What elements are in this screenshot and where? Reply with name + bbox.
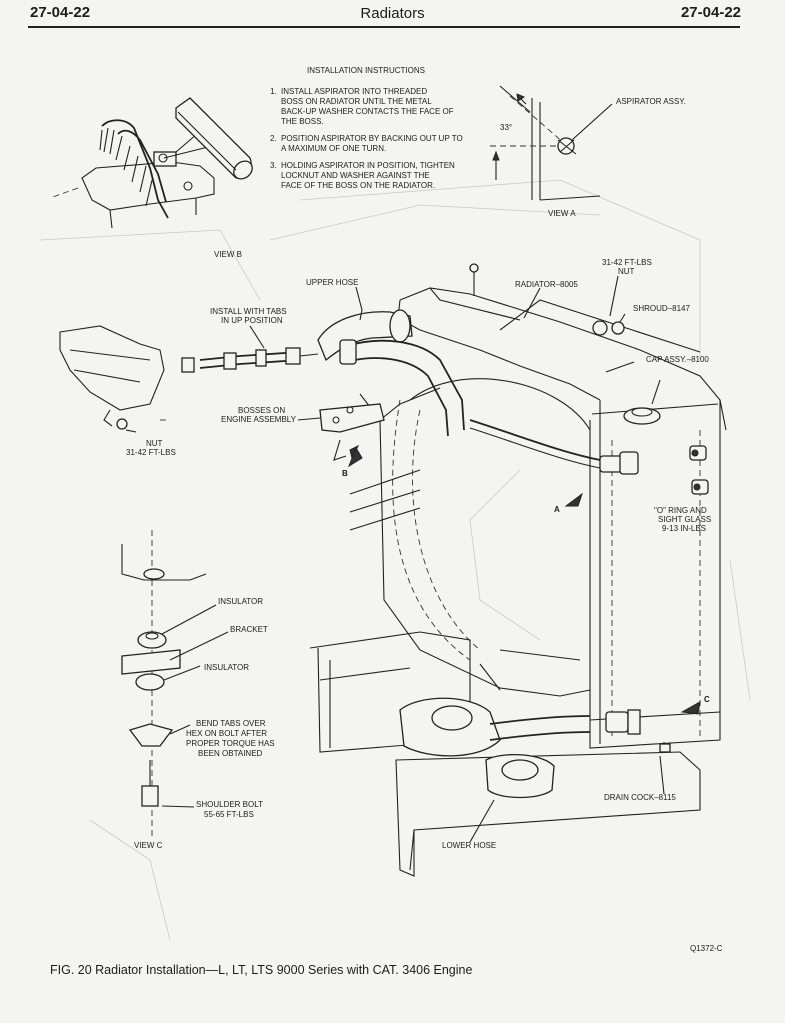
tab-washer (128, 723, 174, 747)
page-number-left: 27-04-22 (30, 4, 91, 21)
upper-nut (143, 568, 165, 580)
arrow-c (680, 701, 701, 715)
shoulder-bolt (141, 785, 159, 807)
label-radiator: RADIATOR–8005 (515, 280, 578, 289)
label-bracket: BRACKET (230, 625, 268, 634)
label-bend-tabs: HEX ON BOLT AFTER (186, 729, 267, 738)
sight-glasses (689, 445, 709, 495)
lower-engine-area (309, 631, 701, 877)
page-number-right: 27-04-22 (680, 4, 741, 21)
label-insulator-bottom: INSULATOR (204, 663, 249, 672)
nut-left (116, 418, 128, 430)
instruction-step-2: 2. POSITION ASPIRATOR BY BACKING OUT UP T… (270, 134, 485, 154)
instruction-step-3: 3. HOLDING ASPIRATOR IN POSITION, TIGHTEN… (270, 161, 485, 191)
view-c-mounting-stack (121, 530, 207, 840)
step-line: POSITION ASPIRATOR BY BACKING OUT UP TO (281, 134, 463, 143)
label-bend-tabs: BEEN OBTAINED (198, 749, 263, 758)
top-nut-and-bolt (469, 263, 625, 336)
label-nut-torque-top: 31-42 FT-LBS (602, 258, 652, 267)
label-view-b: VIEW B (214, 250, 242, 259)
cap-assembly (623, 379, 661, 425)
label-nut-top: NUT (618, 267, 635, 276)
installation-instructions-heading: INSTALLATION INSTRUCTIONS (307, 66, 425, 75)
label-insulator-top: INSULATOR (218, 597, 263, 606)
label-drain-cock: DRAIN COCK–8115 (604, 793, 676, 802)
label-shoulder-bolt: SHOULDER BOLT (196, 800, 263, 809)
arrow-b (347, 446, 363, 468)
label-arrow-b: B (342, 469, 348, 478)
label-aspirator-assy: ASPIRATOR ASSY. (616, 97, 686, 106)
figure-code: Q1372-C (690, 944, 723, 953)
label-lower-hose: LOWER HOSE (442, 841, 496, 850)
view-b-detail (49, 97, 253, 229)
insulator-top (137, 631, 167, 649)
bracket-plate (121, 649, 181, 675)
label-shroud: SHROUD–8147 (633, 304, 690, 313)
step-line: HOLDING ASPIRATOR IN POSITION, TIGHTEN (281, 161, 455, 170)
label-install-tabs: IN UP POSITION (221, 316, 283, 325)
step-number: 2. (270, 134, 277, 143)
leader-lines (125, 275, 665, 843)
step-line: INSTALL ASPIRATOR INTO THREADED (281, 87, 428, 96)
aspirator-pipe-assembly (59, 325, 319, 430)
arrow-a (564, 492, 583, 507)
step-line: THE BOSS. (281, 117, 324, 126)
step-line: FACE OF THE BOSS ON THE RADIATOR. (281, 181, 436, 190)
page-title: Radiators (360, 5, 425, 22)
label-o-ring: "O" RING AND (654, 506, 707, 515)
label-install-tabs: INSTALL WITH TABS (210, 307, 287, 316)
label-bend-tabs: PROPER TORQUE HAS (186, 739, 275, 748)
aspirator-tube (469, 419, 639, 475)
engine-bosses (319, 403, 385, 461)
header-rule (28, 26, 740, 28)
label-view-c: VIEW C (134, 841, 163, 850)
label-o-ring: 9-13 IN-LBS (662, 524, 706, 533)
label-cap-assy: CAP ASSY.–8100 (646, 355, 709, 364)
label-nut-left: NUT (146, 439, 163, 448)
label-o-ring: SIGHT GLASS (658, 515, 711, 524)
view-arrows (347, 446, 701, 715)
label-arrow-a: A (554, 505, 560, 514)
figure-caption: FIG. 20 Radiator Installation—L, LT, LTS… (50, 963, 473, 977)
label-arrow-c: C (704, 695, 710, 704)
step-number: 1. (270, 87, 277, 96)
step-line: A MAXIMUM OF ONE TURN. (281, 144, 387, 153)
insulator-bottom (135, 673, 165, 691)
step-line: BOSS ON RADIATOR UNTIL THE METAL (281, 97, 432, 106)
upper-hose (317, 309, 465, 437)
step-line: BACK-UP WASHER CONTACTS THE FACE OF (281, 107, 454, 116)
view-a-detail (490, 85, 613, 201)
label-bosses: BOSSES ON (238, 406, 285, 415)
bleed-through-lines (39, 179, 751, 941)
label-bend-tabs: BEND TABS OVER (196, 719, 266, 728)
step-number: 3. (270, 161, 277, 170)
label-upper-hose: UPPER HOSE (306, 278, 358, 287)
label-shoulder-bolt-torque: 55-65 FT-LBS (204, 810, 254, 819)
label-nut-left-torque: 31-42 FT-LBS (126, 448, 176, 457)
label-angle: 33° (500, 123, 512, 132)
label-bosses: ENGINE ASSEMBLY (221, 415, 297, 424)
label-view-a: VIEW A (548, 209, 576, 218)
step-line: LOCKNUT AND WASHER AGAINST THE (281, 171, 430, 180)
